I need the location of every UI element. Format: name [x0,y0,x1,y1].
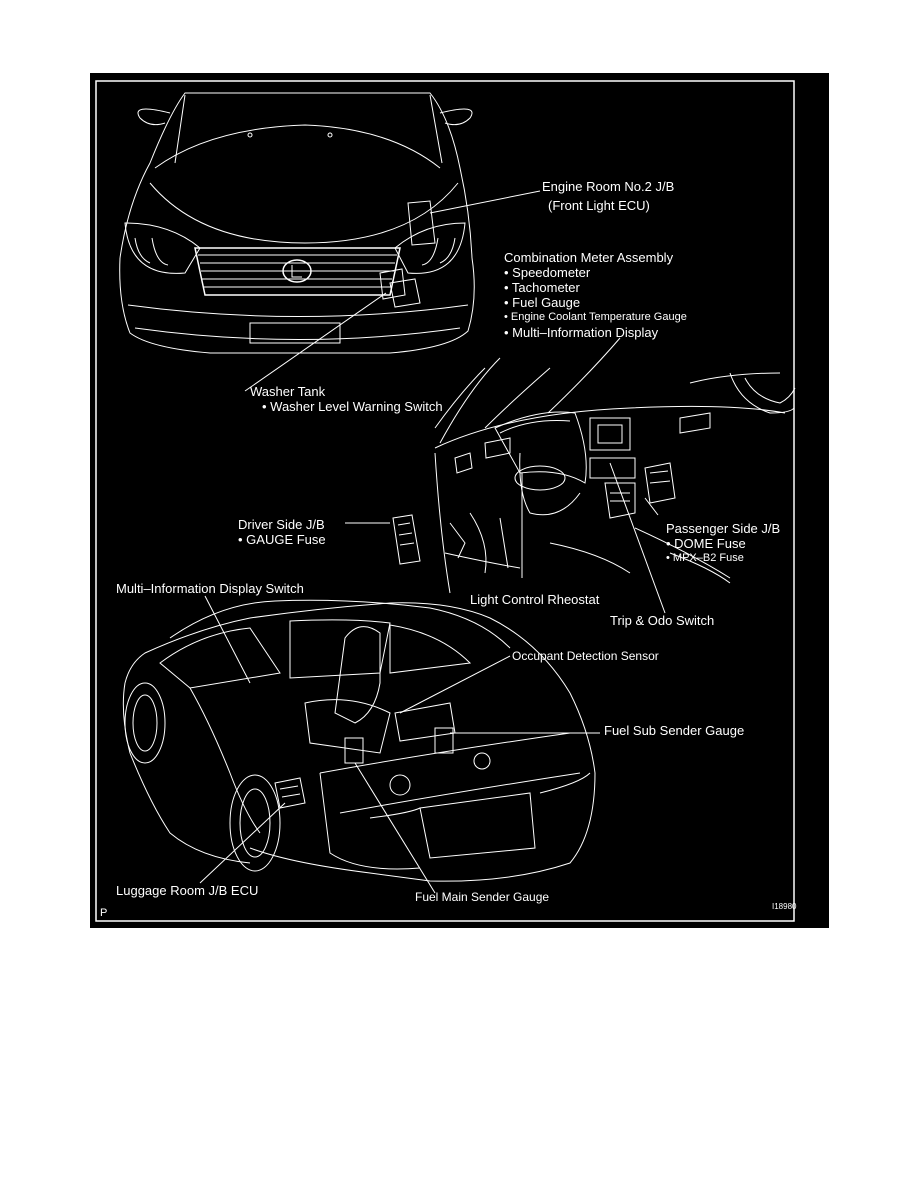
passenger-side-jb-title: Passenger Side J/B [666,521,781,536]
leader-fuel-main-sender [354,762,436,894]
inner-frame [95,80,795,922]
driver-side-jb-title: Driver Side J/B [238,517,325,532]
rear-car-illustration [122,599,596,882]
label-light-control-rheostat: Light Control Rheostat [470,592,599,607]
multi-info-display-switch-text: Multi–Information Display Switch [116,581,304,596]
combination-meter-item: • Speedometer [504,265,591,280]
label-engine-room-no2-jb: Engine Room No.2 J/B [542,179,674,194]
figure-id: I18980 [772,902,796,911]
leader-engine-room-jb [429,190,541,214]
label-front-light-ecu: (Front Light ECU) [548,198,650,213]
front-car-illustration [119,92,475,354]
leader-multi-info-switch [204,595,251,684]
corner-p-text: P [100,907,108,919]
washer-tank-title: Washer Tank [250,384,326,399]
combination-meter-title: Combination Meter Assembly [504,250,674,265]
figure-id-text: I18980 [772,902,797,911]
passenger-side-jb-item: • DOME Fuse [666,536,746,551]
component-location-diagram: Engine Room No.2 J/B (Front Light ECU) C… [90,73,829,928]
label-fuel-sub-sender-gauge: Fuel Sub Sender Gauge [604,723,744,738]
diagram-artwork [95,80,796,922]
dashboard-illustration [392,357,796,594]
luggage-room-jb-ecu-text: Luggage Room J/B ECU [116,883,259,898]
leader-trip-odo-switch [609,462,666,614]
passenger-side-jb-item: • MPX–B2 Fuse [666,552,744,564]
label-occupant-detection-sensor: Occupant Detection Sensor [512,649,659,664]
leader-occupant-detection [399,655,511,714]
leader-passenger-side-jb [644,497,659,516]
combination-meter-item: • Fuel Gauge [504,295,581,310]
label-fuel-main-sender-gauge: Fuel Main Sender Gauge [415,890,549,905]
driver-side-jb-item: • GAUGE Fuse [238,532,326,547]
label-combination-meter: Combination Meter Assembly • Speedometer… [504,250,687,340]
combination-meter-item: • Multi–Information Display [504,325,659,340]
label-washer-tank: Washer Tank • Washer Level Warning Switc… [250,384,443,414]
label-trip-odo-switch: Trip & Odo Switch [610,613,714,628]
washer-tank-item: • Washer Level Warning Switch [262,399,443,414]
fuel-main-sender-gauge-text: Fuel Main Sender Gauge [415,890,550,904]
combination-meter-item: • Engine Coolant Temperature Gauge [504,311,687,323]
combination-meter-item: • Tachometer [504,280,580,295]
leader-washer-tank [244,292,387,392]
leader-combination-meter [547,337,621,414]
light-control-rheostat-text: Light Control Rheostat [470,592,600,607]
front-light-ecu-text: (Front Light ECU) [548,198,650,213]
corner-letter: P [100,906,107,921]
occupant-detection-sensor-text: Occupant Detection Sensor [512,649,659,663]
label-luggage-room-jb-ecu: Luggage Room J/B ECU [116,883,258,898]
leader-luggage-room-jb [199,802,286,884]
label-passenger-side-jb: Passenger Side J/B • DOME Fuse • MPX–B2 … [666,521,780,566]
label-multi-info-display-switch: Multi–Information Display Switch [116,581,304,596]
label-driver-side-jb: Driver Side J/B • GAUGE Fuse [238,517,326,547]
fuel-sub-sender-gauge-text: Fuel Sub Sender Gauge [604,723,745,738]
engine-room-jb-text: Engine Room No.2 J/B [542,179,675,194]
trip-odo-switch-text: Trip & Odo Switch [610,613,715,628]
